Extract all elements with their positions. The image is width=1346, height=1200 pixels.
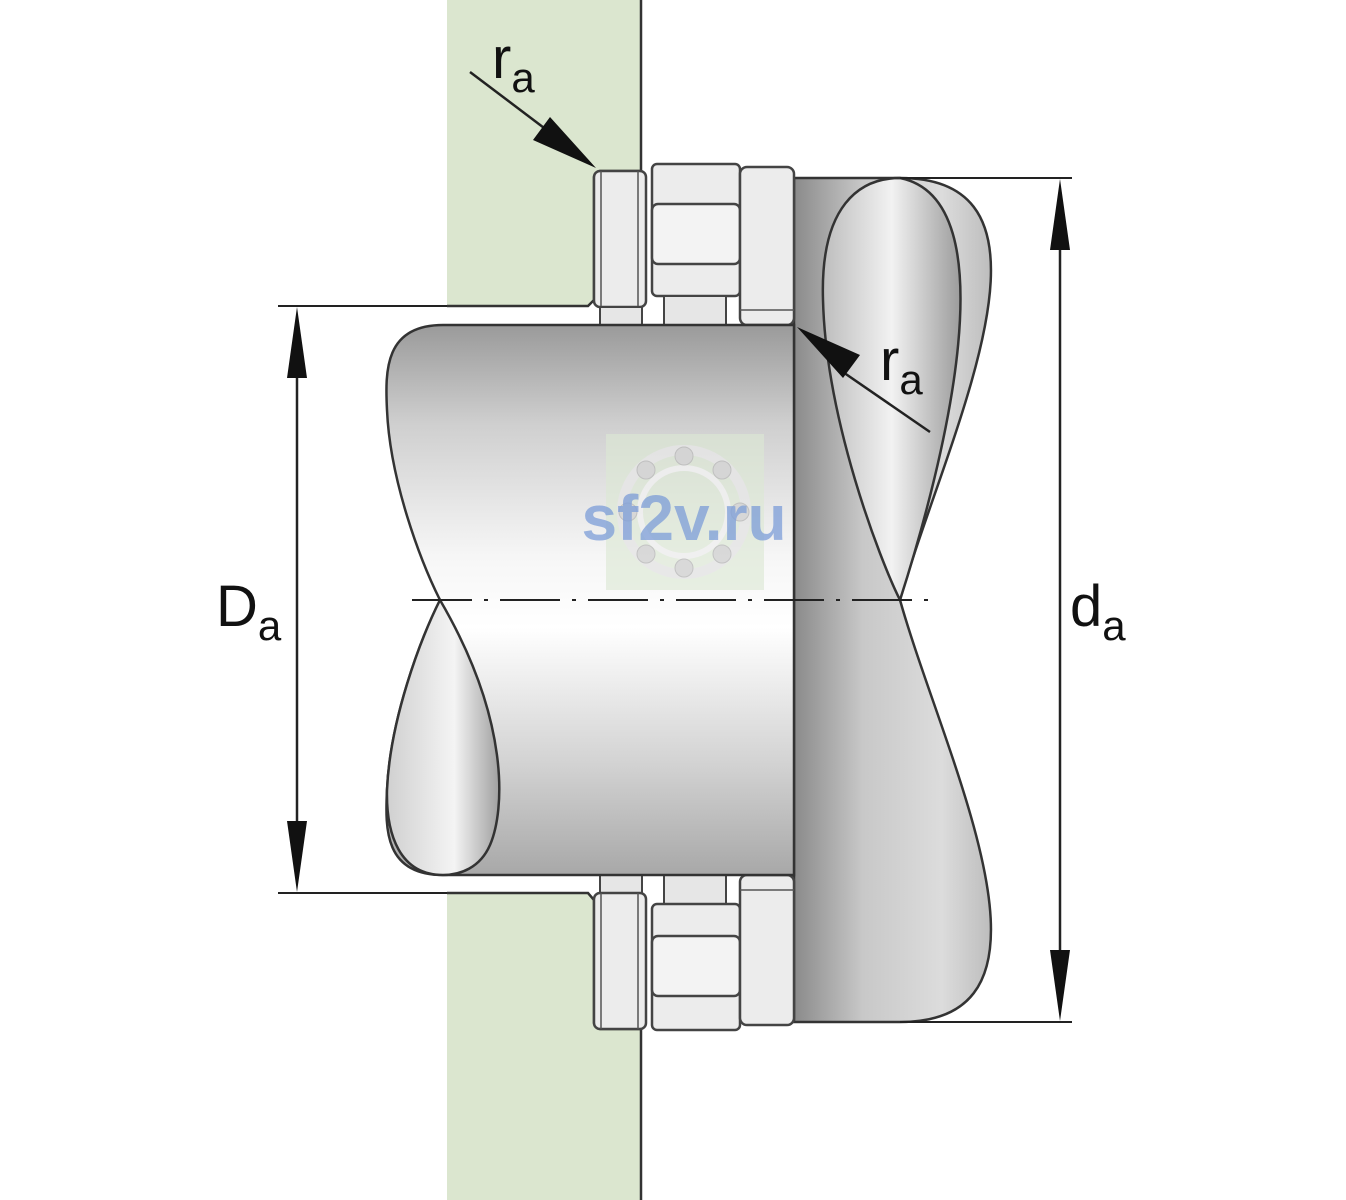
- dimension-housing-diameter: [278, 305, 447, 894]
- leader-radius-right: [797, 327, 931, 434]
- bearing-top-section: [592, 162, 796, 327]
- dimension-shaft-diameter: [900, 177, 1072, 1023]
- label-radius-right: ra: [880, 328, 923, 403]
- label-radius-top: ra: [492, 26, 535, 101]
- bearing-bottom-section: [592, 873, 796, 1032]
- label-shaft-diameter: da: [1070, 574, 1126, 649]
- watermark-logo: sf2v.ru: [581, 434, 787, 590]
- leader-radius-top: [469, 71, 596, 168]
- label-housing-diameter: Da: [216, 574, 282, 649]
- watermark-text: sf2v.ru: [581, 482, 786, 554]
